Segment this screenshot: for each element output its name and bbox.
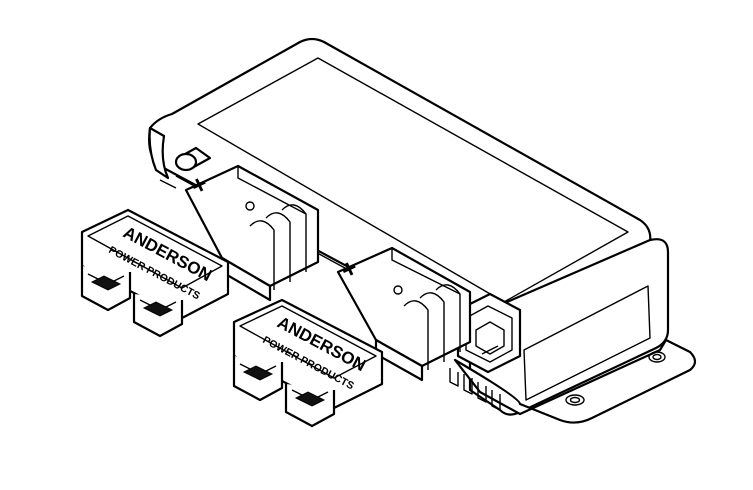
cooling-fins (449, 368, 501, 411)
enclosure (148, 37, 697, 424)
anderson-connector-left: + ANDERSON POWER PRODUCTS (80, 164, 320, 338)
side-window (523, 285, 651, 401)
anderson-connector-right: + ANDERSON POWER PRODUCTS (232, 246, 472, 428)
mount-hole-right (648, 351, 666, 363)
top-panel (197, 57, 629, 303)
fuse-component (159, 146, 212, 189)
mount-hole-front (565, 394, 585, 406)
rj45-port (456, 292, 522, 374)
